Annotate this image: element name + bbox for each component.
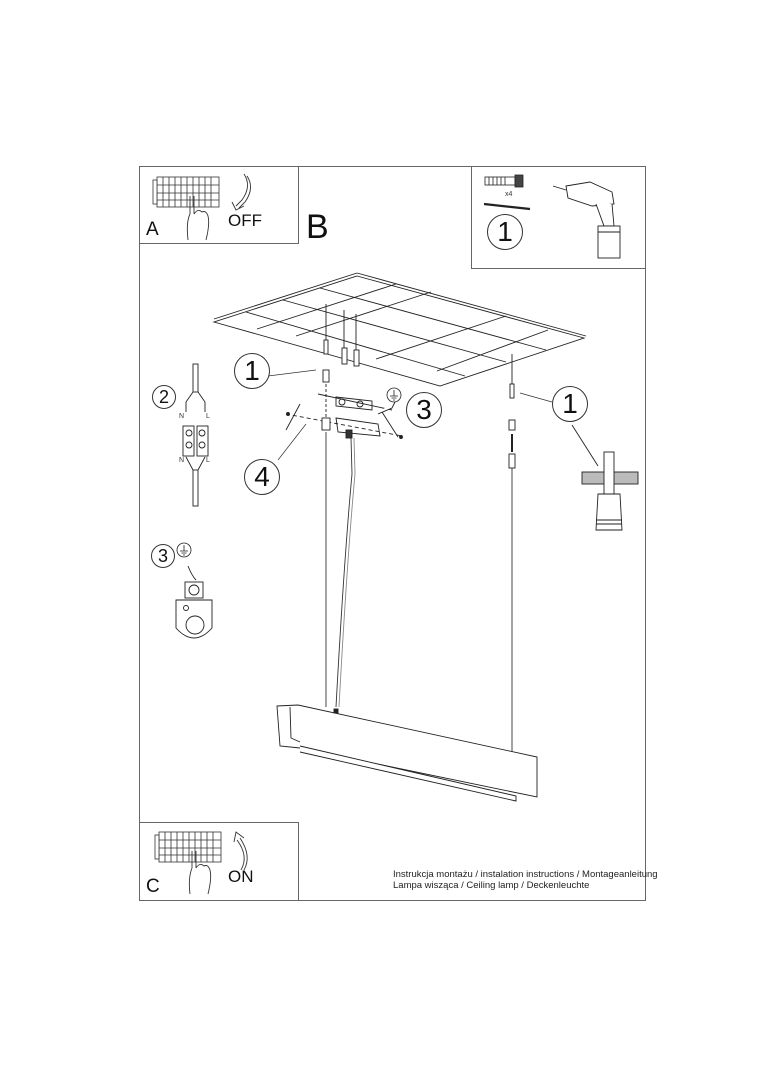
tools-box bbox=[471, 166, 646, 269]
callout-1-right: 1 bbox=[552, 386, 588, 422]
screw-icon bbox=[483, 202, 531, 211]
ground-terminal-diagram bbox=[175, 565, 213, 639]
hand-icon bbox=[186, 196, 210, 241]
anchor-cross-section bbox=[571, 424, 639, 531]
step-c-label: C bbox=[146, 876, 160, 897]
wire-l-bottom: L bbox=[206, 457, 210, 464]
caption-instructions: Instrukcja montażu / instalation instruc… bbox=[393, 869, 658, 880]
callout-1-left: 1 bbox=[234, 353, 270, 389]
wire-n-top: N bbox=[179, 413, 185, 420]
callout-3-ground: 3 bbox=[406, 392, 442, 428]
callout-2-wiring: 2 bbox=[152, 385, 176, 409]
breaker-panel-on-icon bbox=[154, 831, 222, 863]
step-a-box bbox=[139, 166, 299, 244]
step-c-box bbox=[139, 822, 299, 901]
step-a-label: A bbox=[146, 219, 159, 240]
arrow-down-icon bbox=[231, 173, 251, 211]
off-label: OFF bbox=[228, 211, 262, 230]
suspension-cables bbox=[325, 432, 513, 752]
wire-l-top: L bbox=[206, 413, 210, 420]
drill-icon bbox=[552, 181, 621, 259]
callout-1-tools: 1 bbox=[487, 214, 523, 250]
mounting-bracket bbox=[285, 393, 403, 439]
lamp-body bbox=[276, 704, 538, 802]
anchor-assembly-right bbox=[508, 354, 516, 469]
hand-icon bbox=[188, 851, 212, 895]
caption-product: Lampa wisząca / Ceiling lamp / Deckenleu… bbox=[393, 880, 590, 891]
anchor-assembly-left bbox=[322, 304, 360, 420]
wall-plug-icon bbox=[484, 174, 524, 188]
wiring-terminal-diagram bbox=[182, 363, 209, 507]
ceiling-panel bbox=[212, 272, 587, 387]
leader-lines bbox=[267, 369, 553, 461]
quantity-label: x4 bbox=[505, 191, 513, 198]
on-label: ON bbox=[228, 867, 254, 886]
arrow-up-icon bbox=[233, 831, 248, 871]
page-frame bbox=[139, 166, 646, 901]
callout-4-screw: 4 bbox=[244, 459, 280, 495]
breaker-panel-off-icon bbox=[152, 176, 220, 208]
callout-3-detail: 3 bbox=[151, 544, 175, 568]
wire-n-bottom: N bbox=[179, 457, 185, 464]
step-b-label: B bbox=[306, 208, 329, 246]
ground-symbol-icon bbox=[176, 387, 402, 558]
